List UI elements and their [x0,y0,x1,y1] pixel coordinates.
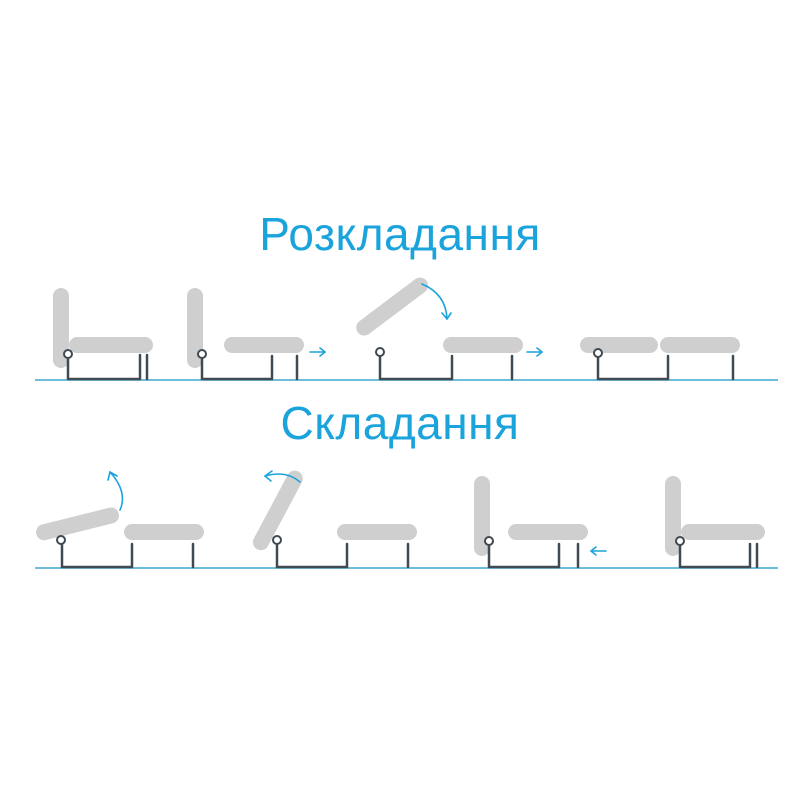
backrest [665,476,681,556]
seat-cushion [224,337,304,353]
backrest [252,470,303,551]
seat-cushion [660,337,740,353]
curved-arrow-up-icon [264,470,301,483]
folding-sequence [35,470,778,569]
unfolding-sequence [35,277,778,381]
backrest [474,476,490,556]
seat-cushion [69,337,153,353]
pivot-icon [63,349,73,359]
frame [378,354,454,381]
pivot-icon [56,535,66,545]
backrest [356,277,429,336]
seat-cushion [508,524,588,540]
curved-arrow-down-icon [421,283,452,320]
frame [60,542,134,569]
pivot-icon [197,349,207,359]
unfold-stage-1 [53,288,153,381]
folding-title: Складання [280,397,520,449]
curved-arrow-up-icon [107,471,124,511]
fold-stage-4 [665,476,765,569]
pivot-icon [593,348,603,358]
pivot-icon [484,536,494,546]
unfold-stage-3 [356,277,543,381]
frame [66,353,142,381]
fold-stage-1 [36,471,204,569]
fold-stage-2 [252,470,417,569]
fold-stage-3 [474,476,607,569]
pivot-icon [375,347,385,357]
seat-cushion [124,524,204,540]
pivot-icon [272,535,282,545]
seat-cushion [443,337,523,353]
backrest [187,288,203,368]
arrow-right-icon [309,347,326,357]
arrow-left-icon [590,546,607,556]
frame [678,542,752,569]
seat-cushion [337,524,417,540]
unfold-stage-4 [580,337,740,381]
backrest [580,337,658,353]
unfolding-title: Розкладання [259,208,541,260]
pivot-icon [675,536,685,546]
unfold-stage-2 [187,288,326,381]
frame [275,542,349,569]
backrest [53,288,69,368]
frame [200,354,274,381]
seat-cushion [681,524,765,540]
frame [596,354,670,381]
frame [487,542,561,569]
arrow-right-icon [526,347,543,357]
backrest [36,507,120,541]
